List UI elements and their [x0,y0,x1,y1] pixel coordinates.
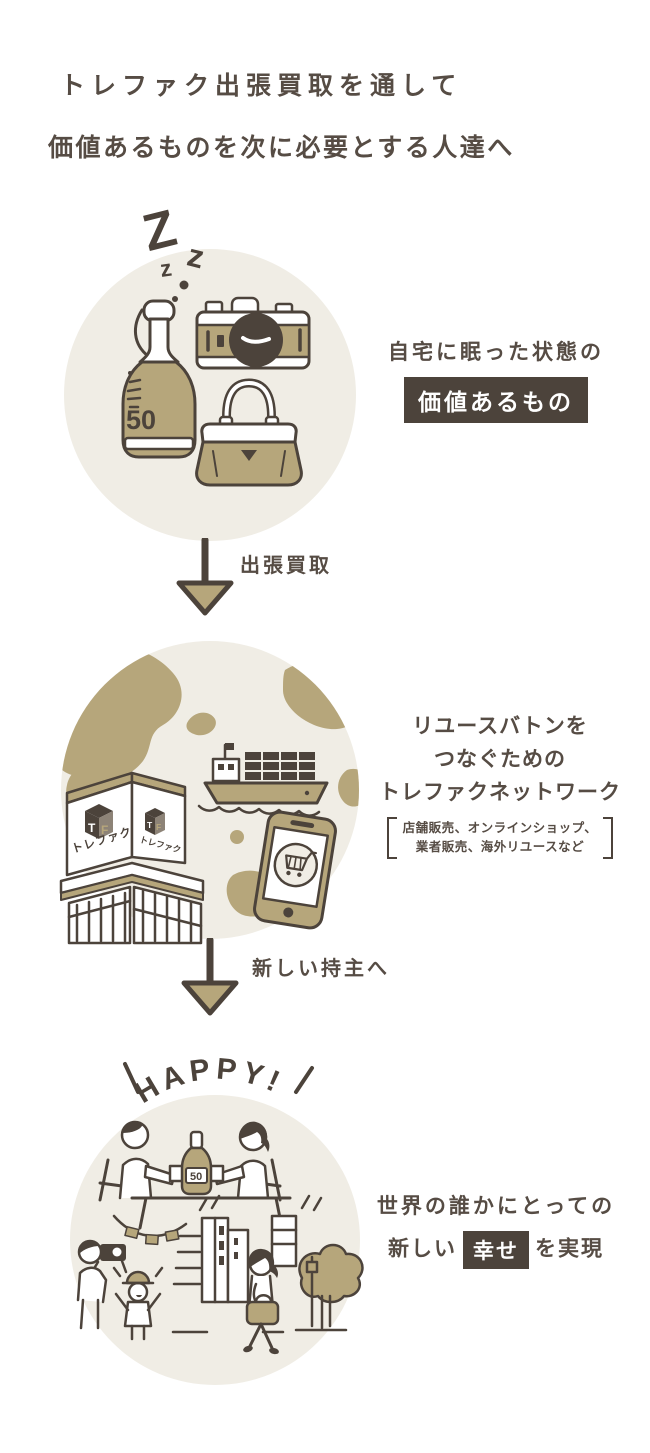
step3-caption-line1: 世界の誰かにとっての [376,1195,616,1218]
down-arrow-icon [176,538,234,616]
whisky-bottle-icon: 50 [121,299,197,459]
walking-woman [171,1248,285,1355]
handbag-icon [195,378,303,487]
slash-mark-right [294,1066,314,1094]
store-building-icon: T F トレファク T F トレファク [59,771,205,945]
step1-caption: 自宅に眠った状態の 価値あるもの [370,336,622,423]
arrow1-label: 出張買取 [240,555,332,577]
slash-mark-left [123,1062,140,1094]
cheering-child [112,1266,164,1341]
cart-icon [285,851,318,877]
step2-note: 店舗販売、オンラインショップ、 業者販売、海外リユースなど [386,816,614,860]
globe-network-illustration: T F トレファク T F トレファク [59,641,359,945]
page-title-line1: トレファク出張買取を通して [60,72,463,100]
page-title-line2: 価値あるものを次に必要とする人達へ [48,134,515,162]
step3-caption-line2: 新しい幸せを実現 [370,1231,622,1269]
step1-circle [64,249,356,541]
step2-caption: リユースバトンを つなぐための トレファクネットワーク 店舗販売、オンラインショ… [366,710,634,860]
step2-caption-line1: リユースバトンを [412,715,588,738]
step1-caption-highlight: 価値あるもの [404,377,588,423]
smartphone-icon [253,810,337,930]
cargo-ship-icon [197,743,329,817]
svg-text:50: 50 [190,1171,202,1183]
step2-caption-line3: トレファクネットワーク [379,781,621,804]
step2-caption-line2: つなぐための [434,748,566,771]
svg-text:Z: Z [137,199,182,263]
svg-text:T: T [88,821,96,835]
city-buildings [172,1194,323,1304]
step1-caption-text: 自宅に眠った状態の [388,341,604,364]
tf-cube-logo: T F [85,804,113,839]
camera-icon [195,296,311,370]
tree-and-lamp [294,1243,364,1332]
svg-text:T: T [147,820,153,830]
step3-caption: 世界の誰かにとっての 新しい幸せを実現 [370,1190,622,1269]
tf-cube-logo-small: T F [145,808,165,835]
step2-note-line2: 業者販売、海外リユースなど [415,840,585,854]
svg-text:F: F [156,822,161,832]
garland [112,1214,188,1246]
ship-containers [245,752,315,780]
bottle-small-icon: 50 [180,1130,213,1196]
step3-caption-suffix: を実現 [535,1237,604,1261]
photographer [76,1239,128,1330]
toast-scene: 50 [98,1120,292,1230]
happy-people-illustration: HAPPY! 50 [70,1052,364,1385]
arrow2-label: 新しい持主へ [252,958,390,980]
step2-note-line1: 店舗販売、オンラインショップ、 [402,821,598,835]
step3-caption-prefix: 新しい [388,1237,457,1261]
svg-text:F: F [101,823,108,837]
down-arrow-icon [181,938,239,1016]
step3-caption-highlight: 幸せ [463,1231,529,1269]
sleeping-items-illustration: Z z z 50 [64,199,356,541]
svg-text:50: 50 [126,405,156,435]
svg-text:z: z [158,255,173,282]
